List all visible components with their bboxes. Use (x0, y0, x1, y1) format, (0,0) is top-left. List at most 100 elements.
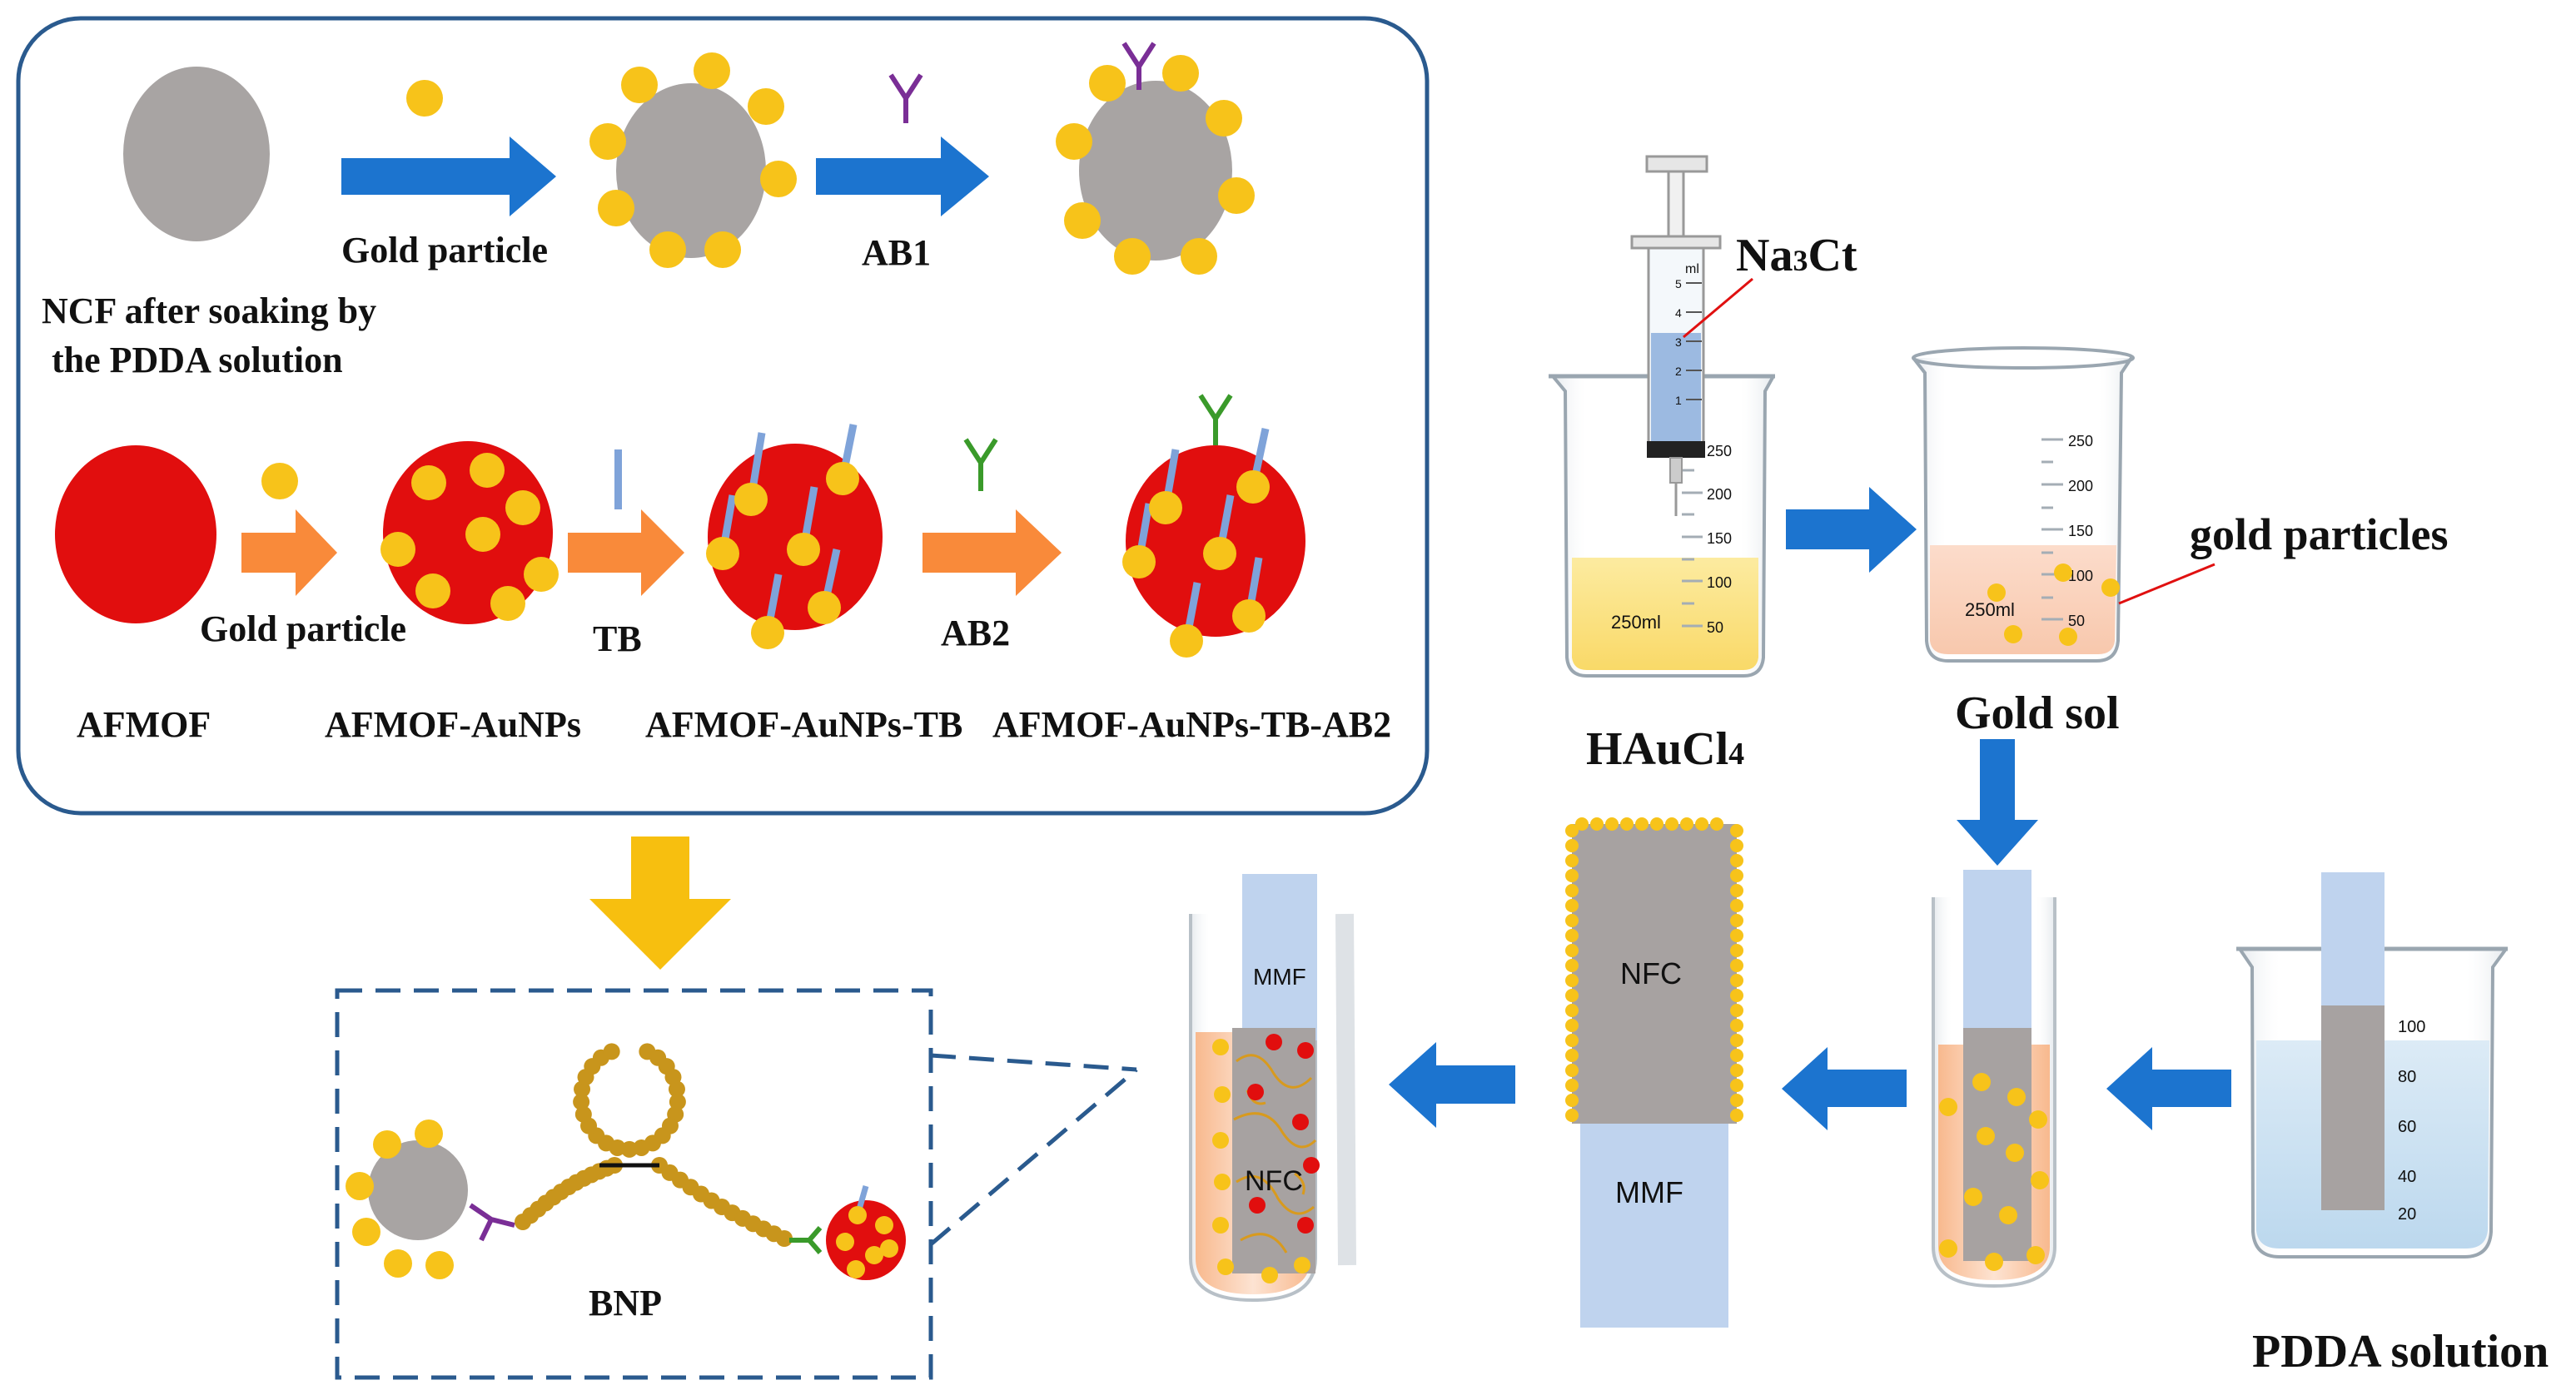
strip-gold-dot (1575, 817, 1589, 831)
strip-gold-dot (1730, 989, 1743, 1002)
strip-gold-dot (1730, 869, 1743, 882)
strip-gold-dot (1565, 1064, 1579, 1077)
strip-gold-dot (1730, 929, 1743, 942)
strip-gold-dot (1730, 824, 1743, 837)
beaker1-volume-label: 250ml (1611, 612, 1661, 633)
strip-gold-dot (1565, 1094, 1579, 1107)
gold-sol-beaker: 250 200 150 100 50 250ml (1912, 346, 2135, 663)
beaker2-mark-150: 150 (2068, 523, 2093, 539)
strip-gold-dot (1565, 899, 1579, 912)
strip-gold-dot (1730, 1094, 1743, 1107)
pdda-mark-60: 60 (2398, 1118, 2416, 1136)
orange-arrow-2 (568, 509, 684, 596)
afmof-particle (55, 445, 216, 623)
zoom-line-bottom (929, 1068, 1138, 1246)
chain-bead (574, 1105, 592, 1123)
na3ct-pointer (1683, 277, 1753, 339)
syringe-unit: ml (1685, 262, 1699, 276)
strip-gold-dot (1730, 1049, 1743, 1062)
strip-gold-dot (1730, 899, 1743, 912)
strip-gold-dot (1730, 1034, 1743, 1047)
beaker2-volume-label: 250ml (1965, 599, 2015, 620)
chain-bead (776, 1230, 793, 1247)
syringe-mark-2: 2 (1675, 365, 1682, 378)
strip-gold-dot (1620, 817, 1634, 831)
strip-gold-dot (1565, 1109, 1579, 1122)
strip-gold-dot (1565, 869, 1579, 882)
syringe-mark-3: 3 (1675, 335, 1682, 349)
afmof-aunps-tb-label: AFMOF-AuNPs-TB (645, 704, 962, 745)
syringe: ml 5 4 3 2 1 (1630, 155, 1722, 516)
strip-gold-dot (1730, 1109, 1743, 1122)
strip-gold-dot (1730, 884, 1743, 897)
final-tube (1189, 874, 1356, 1303)
afmof-aunps-label: AFMOF-AuNPs (325, 704, 581, 745)
beaker2-mark-200: 200 (2068, 478, 2093, 494)
strip-gold-dot (1565, 1079, 1579, 1092)
beaker1-mark-150: 150 (1707, 530, 1732, 547)
bnp-label: BNP (589, 1283, 662, 1323)
pdda-solution-label: PDDA solution (2252, 1326, 2549, 1378)
process-frame (16, 16, 1430, 816)
beaker1-mark-50: 50 (1707, 619, 1723, 636)
blue-arrow-1 (341, 137, 556, 216)
ab2-antibody-icon (963, 438, 998, 491)
strip-gold-dot (1565, 854, 1579, 867)
afmof-aunps-tb-ab2-label: AFMOF-AuNPs-TB-AB2 (992, 704, 1391, 745)
strip-gold-dot (1730, 959, 1743, 972)
chain-bead (573, 1093, 590, 1110)
strip-gold-dot (1565, 1019, 1579, 1032)
nfc-tube-label: NFC (1245, 1165, 1303, 1197)
afmof-aunps-tb-particle (706, 424, 883, 649)
strip-gold-dot (1565, 824, 1579, 837)
ncf-label-line1: NCF after soaking by (42, 290, 376, 331)
beaker1-mark-250: 250 (1707, 443, 1732, 459)
ab2-label: AB2 (941, 613, 1010, 653)
strip-gold-dot (1730, 974, 1743, 987)
strip-gold-dot (1665, 817, 1678, 831)
chain-bead (669, 1093, 686, 1110)
tb-icon (614, 449, 622, 509)
strip-gold-dot (1730, 839, 1743, 852)
orange-arrow-3 (922, 509, 1062, 596)
beaker2-mark-100: 100 (2068, 568, 2093, 584)
strip-gold-dot (1565, 974, 1579, 987)
gold-sol-label: Gold sol (1955, 688, 2120, 739)
gold-particle-icon-2 (261, 463, 298, 499)
strip-gold-dot (1590, 817, 1604, 831)
strip-gold-dot (1650, 817, 1663, 831)
strip-gold-dot (1635, 817, 1649, 831)
strip-gold-dot (1565, 944, 1579, 957)
strip-gold-dot (1695, 817, 1708, 831)
ncf-gold-particle (589, 52, 797, 268)
ncf-gold-ab1-particle (1056, 42, 1255, 275)
gold-particle-label-1: Gold particle (341, 230, 548, 271)
strip-gold-dot (1710, 817, 1723, 831)
pdda-mark-80: 80 (2398, 1068, 2416, 1086)
pdda-mark-20: 20 (2398, 1205, 2416, 1224)
strip-gold-dot (1565, 989, 1579, 1002)
strip-gold-dot (1565, 1004, 1579, 1017)
zoom-line-top (930, 1053, 1137, 1072)
strip-gold-dot (1680, 817, 1693, 831)
na3ct-label: Na3Ct (1736, 230, 1857, 281)
gold-sol-tube (1932, 870, 2056, 1288)
nfc-strip-label: NFC (1620, 956, 1682, 990)
ab1-label: AB1 (862, 232, 931, 273)
strip-gold-dot (1730, 1019, 1743, 1032)
strip-gold-dot (1730, 1004, 1743, 1017)
strip-gold-dot (1565, 1049, 1579, 1062)
ab1-antibody-icon (888, 73, 923, 123)
chain-bead (603, 1043, 620, 1060)
strip-gold-dot (1565, 839, 1579, 852)
gold-particle-label-2: Gold particle (200, 608, 406, 649)
blue-arrow-3 (1786, 487, 1917, 573)
strip-gold-dot (1605, 817, 1619, 831)
strip-gold-dot (1730, 914, 1743, 927)
tb-label: TB (593, 618, 642, 659)
yellow-down-arrow (589, 837, 731, 970)
blue-arrow-2 (816, 137, 989, 216)
haucl4-beaker: 250 200 150 100 50 250ml (1549, 374, 1775, 678)
beaker2-mark-250: 250 (2068, 433, 2093, 449)
pdda-mark-40: 40 (2398, 1168, 2416, 1186)
